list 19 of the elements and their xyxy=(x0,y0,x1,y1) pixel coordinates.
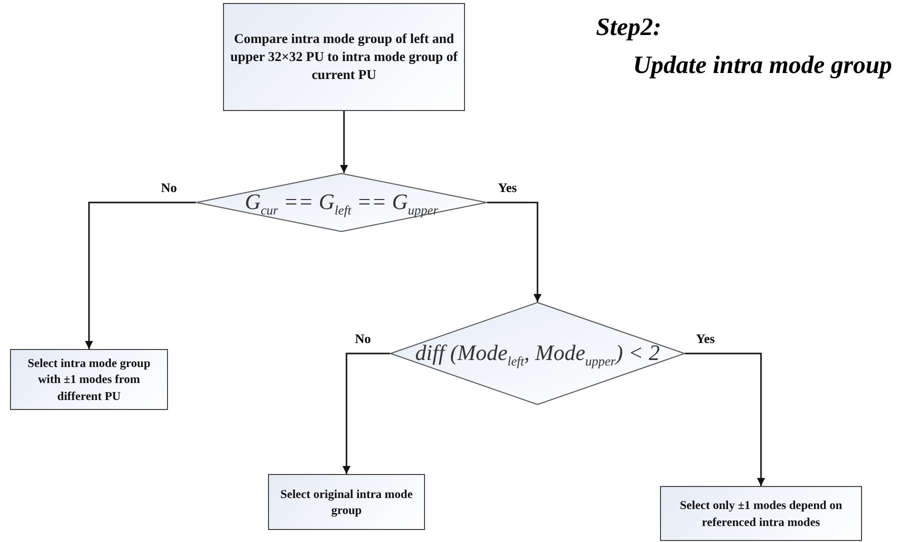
arrow xyxy=(487,202,542,302)
arrow xyxy=(85,202,196,349)
condition-formula: G$_{cur}$ == G$_{left}$ == G$_{upper}$ xyxy=(244,188,438,218)
step-text: Compare intra mode group of left and upper 32×32 PU to intra mode group of current PU xyxy=(229,30,459,84)
decision-diamond xyxy=(196,173,487,232)
step-text: Select original intra mode group xyxy=(279,486,414,518)
step-text: Select intra mode group with ±1 modes from different PU xyxy=(26,355,152,404)
arrow xyxy=(342,352,390,474)
step-text: Select only ±1 modes depend on referenced intra modes xyxy=(678,497,844,530)
process-box xyxy=(10,349,168,410)
arrow xyxy=(685,352,765,486)
decision-diamond xyxy=(390,302,685,405)
process-box xyxy=(660,486,862,541)
title: Step2: xyxy=(596,14,662,42)
subtitle: Update intra mode group xyxy=(633,52,892,80)
process-box xyxy=(268,474,425,530)
process-box xyxy=(223,3,465,111)
condition-formula: diff (Mode$_{left}$, Mode$_{upper}$) < 2 xyxy=(415,338,660,370)
arrow xyxy=(340,111,348,173)
